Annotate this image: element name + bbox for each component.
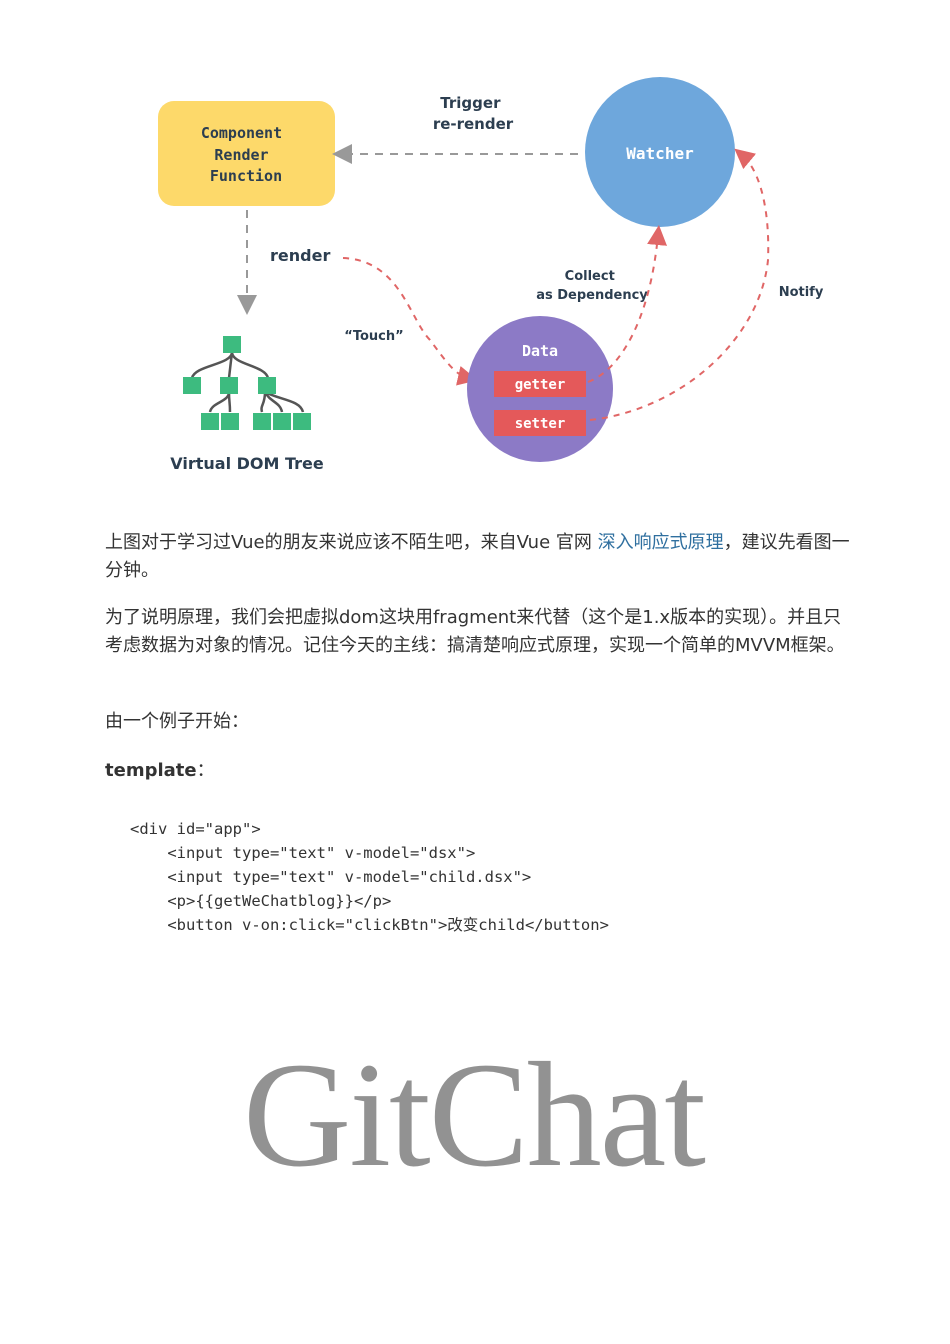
watcher-label: Watcher bbox=[626, 144, 693, 163]
collect-dependency-arrow bbox=[587, 225, 668, 383]
setter-label: setter bbox=[515, 416, 566, 432]
vue-reactivity-diagram: Component Render Function Trigger re-ren… bbox=[158, 77, 824, 473]
component-render-function-label: Component Render Function bbox=[201, 124, 291, 185]
reactivity-doc-link[interactable]: 深入响应式原理 bbox=[597, 532, 724, 553]
virtual-dom-tree-label: Virtual DOM Tree bbox=[170, 454, 324, 473]
getter-label: getter bbox=[515, 377, 566, 393]
data-label: Data bbox=[522, 342, 558, 360]
example-intro: 由一个例子开始： bbox=[105, 711, 249, 732]
collect-dependency-label: Collect as Dependency bbox=[536, 269, 648, 303]
intro-text: 上图对于学习过Vue的朋友来说应该不陌生吧，来自Vue 官网 bbox=[105, 532, 598, 553]
notify-arrow bbox=[589, 148, 770, 421]
template-heading: template： bbox=[105, 757, 850, 785]
component-render-function-box bbox=[158, 101, 335, 206]
virtual-dom-tree-icon bbox=[183, 336, 311, 430]
intro-text-end: ，建议先看图一分钟。 bbox=[105, 532, 850, 581]
code-line: <button v-on:click="clickBtn">改变child</b… bbox=[130, 916, 609, 934]
watcher-circle bbox=[585, 77, 735, 227]
template-label: template bbox=[105, 760, 197, 781]
gitchat-watermark: GitChat bbox=[243, 1032, 706, 1198]
code-line: <p>{{getWeChatblog}}</p> bbox=[130, 892, 392, 910]
explanation-paragraph: 为了说明原理，我们会把虚拟dom这块用fragment来代替（这个是1.x版本的… bbox=[105, 607, 845, 656]
setter-box bbox=[494, 410, 586, 436]
intro-paragraph: 上图对于学习过Vue的朋友来说应该不陌生吧，来自Vue 官网 深入响应式原理，建… bbox=[105, 529, 850, 584]
touch-arrow bbox=[342, 257, 478, 386]
render-label: render bbox=[270, 246, 330, 265]
code-line: <input type="text" v-model="child.dsx"> bbox=[130, 868, 532, 886]
trigger-rerender-label: Trigger re-render bbox=[433, 94, 514, 133]
code-block: <div id="app"> <input type="text" v-mode… bbox=[130, 817, 609, 937]
template-colon: ： bbox=[196, 760, 215, 781]
code-line: <input type="text" v-model="dsx"> bbox=[130, 844, 476, 862]
code-line: <div id="app"> bbox=[130, 820, 261, 838]
notify-label: Notify bbox=[779, 285, 824, 300]
touch-label: “Touch” bbox=[344, 329, 403, 344]
getter-box bbox=[494, 371, 586, 397]
